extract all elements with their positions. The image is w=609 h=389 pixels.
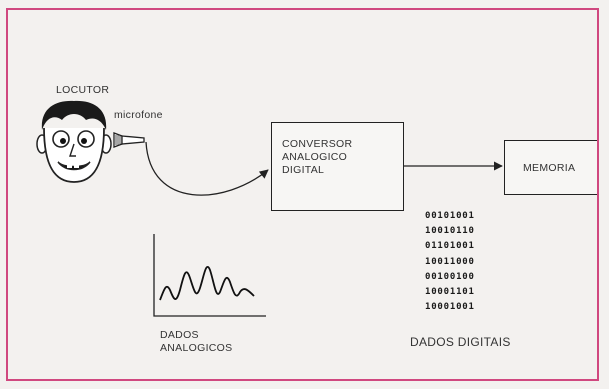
- memory-label: MEMORIA: [523, 162, 576, 174]
- analog-data-label: DADOS ANALOGICOS: [160, 329, 232, 355]
- binary-word: 00101001: [425, 211, 475, 221]
- binary-word: 00100100: [425, 271, 475, 282]
- converter-line-2: ANALOGICO: [282, 151, 348, 163]
- binary-word: 01101001: [425, 241, 475, 252]
- converter-label: CONVERSOR ANALOGICO DIGITAL: [282, 138, 352, 177]
- binary-word: 10001101: [425, 287, 475, 298]
- converter-line-3: DIGITAL: [282, 164, 325, 176]
- microphone-cable: [145, 141, 269, 196]
- binary-word: 10011000: [425, 256, 475, 267]
- converter-box: [271, 122, 404, 211]
- binary-word: 10001001: [425, 302, 475, 313]
- analog-wave-icon: [153, 234, 266, 317]
- binary-data-list: 00101001 10010110 01101001 10011000 0010…: [425, 209, 475, 315]
- memory-box: [504, 140, 597, 195]
- microfone-label: microfone: [114, 109, 163, 121]
- binary-word: 10010110: [425, 226, 475, 237]
- locutor-label: LOCUTOR: [56, 84, 110, 96]
- analog-data-line-1: DADOS: [160, 329, 199, 341]
- analog-data-line-2: ANALOGICOS: [160, 342, 233, 354]
- digital-data-label: DADOS DIGITAIS: [410, 335, 511, 349]
- converter-line-1: CONVERSOR: [282, 138, 353, 150]
- speaker-face-icon: [36, 100, 112, 183]
- microphone-icon: [113, 132, 145, 148]
- figure-frame: [6, 8, 599, 381]
